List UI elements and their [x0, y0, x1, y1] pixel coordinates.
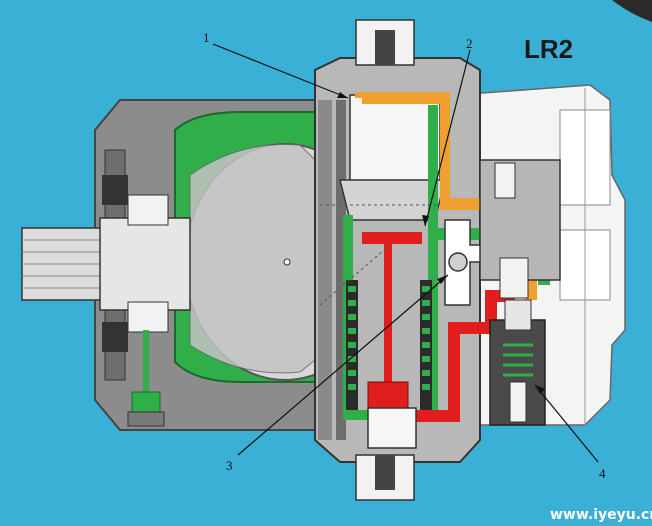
- watermark: www.iyeyu.cn: [550, 507, 652, 523]
- pivot-point: [283, 258, 291, 266]
- callout-3: 3: [226, 458, 233, 473]
- shaft-seal-top: [102, 175, 128, 205]
- stroking-piston-large: [339, 19, 446, 221]
- front-bearing-top: [127, 194, 169, 226]
- drive-shaft: [21, 175, 191, 352]
- spring-stack: [346, 280, 432, 410]
- shaft-seal-bottom: [102, 322, 128, 352]
- pressure-cut-off-valve: [479, 159, 561, 426]
- case-drain-port: [127, 330, 165, 427]
- front-bearing-bottom: [127, 301, 169, 333]
- reference-lines: [319, 204, 440, 306]
- diagram-title: LR2: [524, 34, 573, 64]
- callout-4: 4: [599, 466, 606, 481]
- callout-2: 2: [466, 36, 473, 51]
- leader-lines: [212, 43, 599, 463]
- pivot-ball: [448, 252, 468, 272]
- corner-fragment: [612, 0, 652, 22]
- callout-1: 1: [203, 30, 210, 45]
- leader-arrowheads: [337, 92, 545, 394]
- stroking-piston-small: [355, 407, 417, 501]
